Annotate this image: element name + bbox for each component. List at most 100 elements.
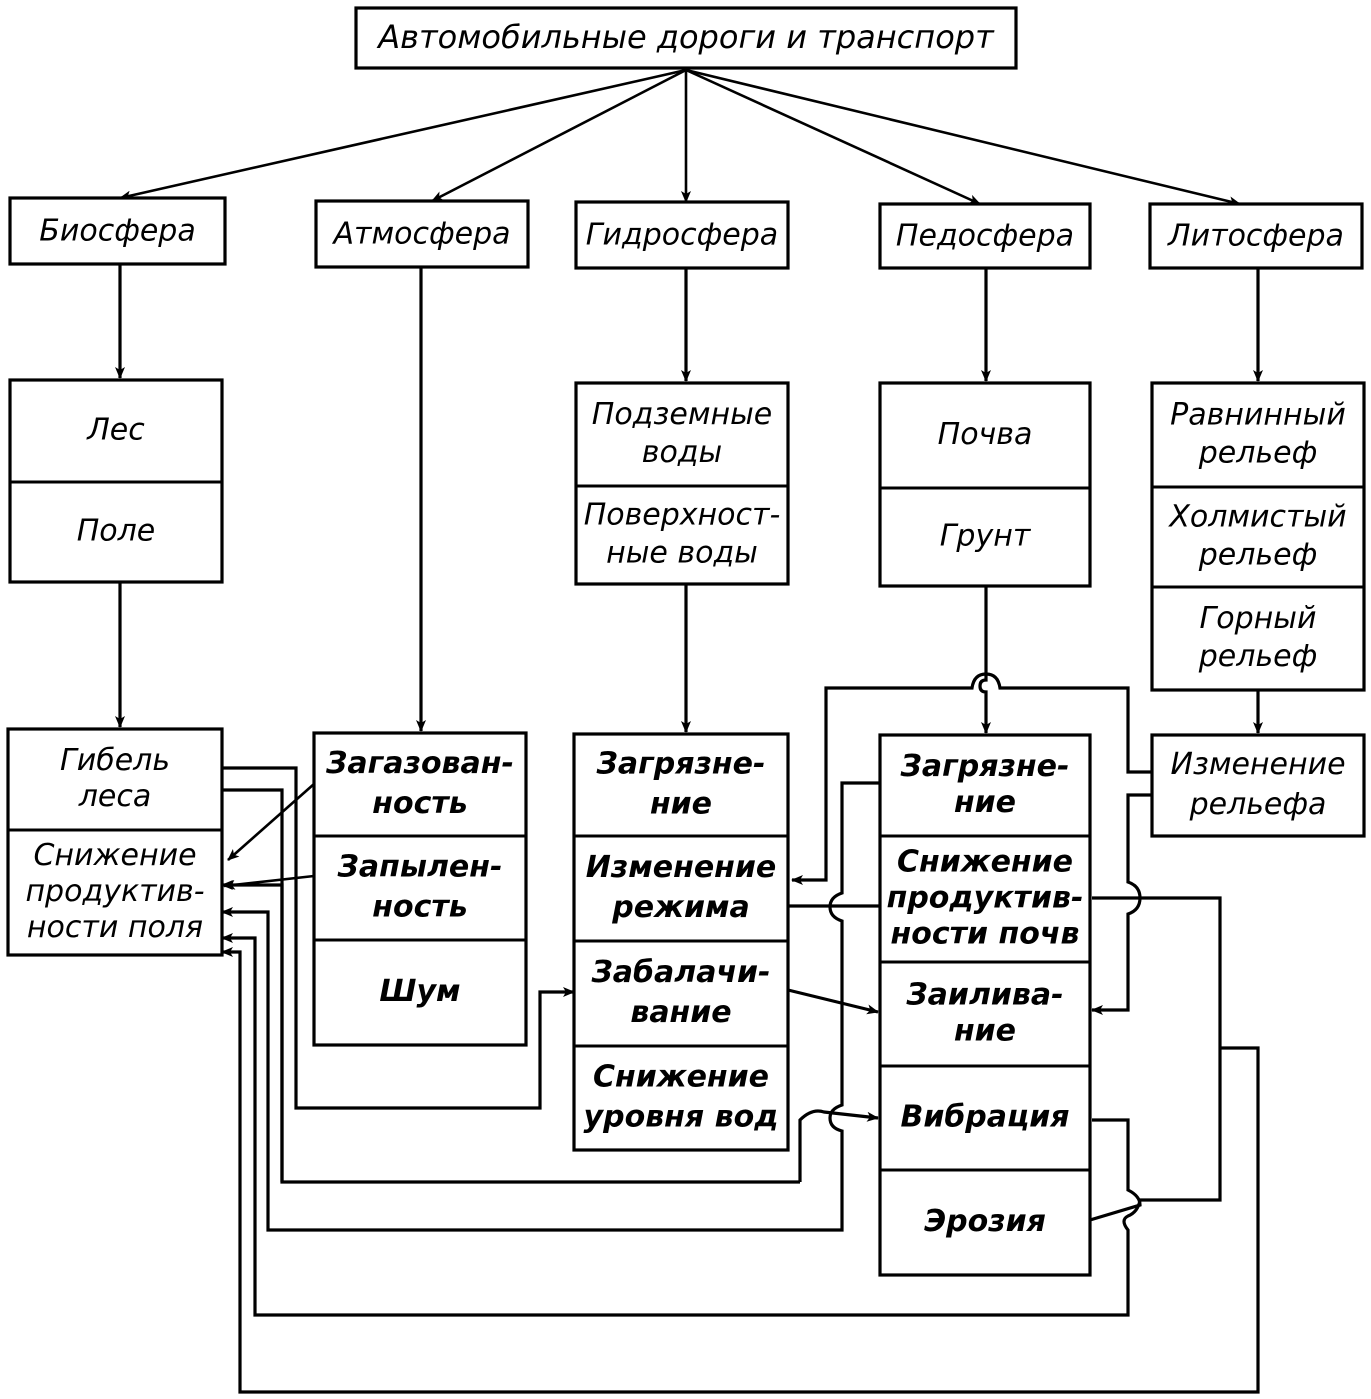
components-pedo-cell-0: Почва: [938, 417, 1033, 452]
impacts-bio-frame: [6, 727, 224, 957]
components-bio-cell-1: Поле: [77, 514, 156, 549]
impacts-hydro-cell-2-line: вание: [630, 995, 731, 1030]
impacts-litho-cell-0: Изменение рельефа: [1170, 747, 1345, 822]
loop-relief-to-hydro-regime: [791, 672, 1152, 885]
loop-vibration-to-field: [221, 947, 1260, 1394]
impacts-pedo-cell-0: Загрязне-ние: [900, 749, 1070, 820]
impacts-pedo-frame: [878, 733, 1092, 1277]
impacts-pedo-cell-4-line: Эрозия: [924, 1204, 1046, 1239]
components-litho: РавнинныйрельефХолмистыйрельефГорныйрель…: [1150, 381, 1366, 692]
impacts-atmo-frame: [312, 731, 528, 1047]
impacts-litho: Изменение рельефа: [1150, 733, 1366, 838]
impacts-pedo-cell-2-line: ние: [954, 1014, 1016, 1049]
impacts-pedo-cell-1-line: продуктив-: [887, 881, 1084, 916]
impacts-hydro-cell-1-line: Изменение: [586, 850, 777, 885]
sphere-box-litho: Литосфера: [1148, 202, 1364, 270]
impacts-hydro-cell-0-line: ние: [650, 787, 712, 822]
components-hydro-cell-1: Поверхност-ные воды: [584, 498, 781, 571]
link-gas-to-field: [227, 783, 315, 861]
impacts-pedo-cell-1-line: Снижение: [897, 845, 1073, 880]
box-layer: Автомобильные дороги и транспортБиосфера…: [6, 6, 1366, 1277]
fan-arrow-pedo: [685, 68, 981, 206]
impacts-atmo-cell-0: Загазован-ность: [325, 746, 514, 821]
impacts-litho-cell-0-line: Изменение: [1170, 747, 1345, 782]
impacts-bio-cell-0-line: леса: [78, 779, 152, 814]
impacts-litho-frame: [1150, 733, 1366, 838]
components-hydro-cell-0-line: воды: [642, 435, 722, 470]
sphere-frame: [314, 199, 530, 269]
title-frame: [354, 6, 1018, 70]
components-pedo-frame: [878, 381, 1092, 588]
loop-pedo-pollution-to-field: [221, 781, 880, 1232]
link-water-level-to-vibration: [798, 1109, 879, 1182]
components-pedo-cell-0-line: Почва: [938, 417, 1033, 452]
impacts-hydro-cell-2-line: Забалачи-: [590, 955, 770, 990]
fan-arrow-litho: [685, 68, 1241, 207]
impacts-pedo-cell-2: Заилива-ние: [905, 978, 1063, 1049]
title-box: Автомобильные дороги и транспорт: [354, 6, 1018, 70]
components-hydro-cell-0-line: Подземные: [592, 397, 772, 432]
impacts-hydro-cell-2: Забалачи-вание: [590, 955, 770, 1030]
impacts-bio-cell-1-line: продуктив-: [25, 874, 204, 909]
impacts-hydro-cell-1: Изменение режима: [586, 850, 777, 925]
components-bio-cell-0: Лес: [86, 413, 145, 448]
impacts-hydro-cell-0: Загрязне-ние: [596, 747, 766, 822]
impacts-pedo-cell-4: Эрозия: [924, 1204, 1046, 1239]
sphere-box-bio: Биосфера: [8, 196, 227, 266]
connector-layer: [115, 68, 1263, 1394]
impacts-pedo-cell-2-line: Заилива-: [905, 978, 1063, 1013]
impacts-atmo-cell-0-line: ность: [372, 786, 467, 821]
loop-forest-lower: [222, 788, 284, 1182]
sphere-frame: [8, 196, 227, 266]
components-litho-cell-1-line: рельеф: [1198, 538, 1317, 573]
link-dust-to-field: [223, 874, 315, 890]
sphere-label-pedo: Педосфера: [896, 219, 1074, 254]
impacts-hydro-cell-1-line: режима: [611, 890, 749, 925]
impacts-atmo-cell-0-line: Загазован-: [325, 746, 514, 781]
fan-arrow-bio: [119, 68, 687, 201]
impacts-atmo-cell-2-line: Шум: [379, 974, 460, 1009]
sphere-label-litho: Литосфера: [1167, 219, 1344, 254]
components-bio-cell-1-line: Поле: [77, 514, 156, 549]
sphere-label-hydro: Гидросфера: [586, 218, 778, 253]
loop-vibration-erosion: [1089, 1118, 1142, 1222]
impacts-bio-cell-0-line: Гибель: [60, 743, 170, 778]
impacts-atmo-cell-2: Шум: [379, 974, 460, 1009]
impacts-hydro-cell-0-line: Загрязне-: [596, 747, 766, 782]
components-litho-cell-1-line: Холмистый: [1167, 500, 1346, 535]
fan-arrow-atmo: [431, 68, 687, 203]
components-bio-cell-0-line: Лес: [86, 413, 145, 448]
impacts-litho-cell-0-line: рельефа: [1189, 787, 1327, 822]
components-litho-frame: [1150, 381, 1366, 692]
impacts-pedo-cell-3: Вибрация: [900, 1100, 1069, 1135]
sphere-label-atmo: Атмосфера: [331, 217, 510, 252]
sphere-frame: [574, 200, 790, 270]
sphere-box-atmo: Атмосфера: [314, 199, 530, 269]
components-hydro-cell-1-line: Поверхност-: [584, 498, 781, 533]
components-pedo-cell-1-line: Грунт: [940, 519, 1032, 554]
impacts-atmo-cell-1-line: Запылен-: [337, 850, 503, 885]
impacts-pedo-cell-0-line: Загрязне-: [900, 749, 1070, 784]
components-litho-cell-0-line: рельеф: [1198, 436, 1317, 471]
impacts-pedo-cell-3-line: Вибрация: [900, 1100, 1069, 1135]
components-hydro-cell-1-line: ные воды: [606, 536, 758, 571]
diagram-title: Автомобильные дороги и транспорт: [376, 18, 995, 56]
impacts-atmo-cell-1-line: ность: [372, 890, 467, 925]
arrow-pedo-components-to-impacts: [978, 586, 991, 734]
